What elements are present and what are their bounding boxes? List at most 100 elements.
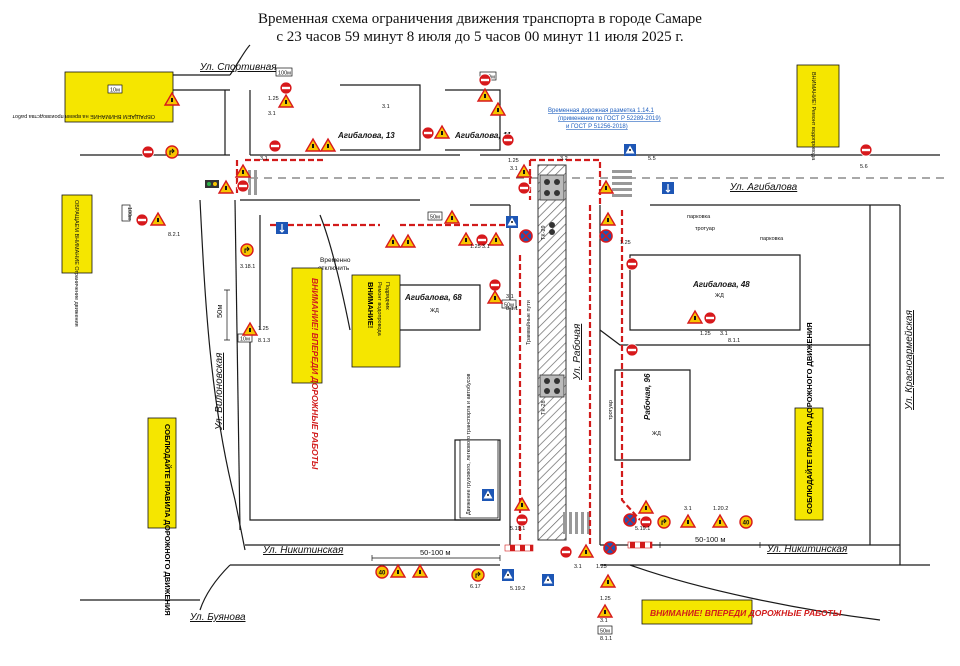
- svg-text:ВНИМАНИЕ!: ВНИМАНИЕ!: [366, 282, 375, 328]
- building-rabochaya-96: Рабочая, 96: [643, 373, 652, 420]
- panel-info-left-mid: ОБРАЩАЕМ ВНИМАНИЕ Ограничение движения: [61, 194, 93, 327]
- label-temporarily: Временно: [320, 257, 351, 264]
- one-way-icon: [275, 221, 289, 235]
- distance-50m-vertical: 50м: [215, 305, 224, 319]
- road-works-icon: [150, 212, 166, 226]
- no-stopping-icon: [519, 229, 533, 243]
- building-agibalova-48: Агибалова, 48: [692, 280, 750, 289]
- plate-50m-mid: 50м: [501, 299, 517, 309]
- building-agibalova-68: Агибалова, 68: [404, 293, 462, 302]
- one-way-icon: [661, 181, 675, 195]
- svg-text:5.19.1: 5.19.1: [635, 526, 650, 532]
- svg-text:8.1.1: 8.1.1: [600, 636, 612, 642]
- no-entry-icon: [141, 145, 155, 159]
- road-works-icon: [578, 544, 594, 558]
- pedestrian-crossing-icon: [506, 216, 518, 228]
- svg-text:6.17: 6.17: [470, 584, 481, 590]
- plate-100m-left2: 100м: [121, 204, 132, 222]
- svg-text:3.18.1: 3.18.1: [240, 264, 255, 270]
- panel-observe-left: СОБЛЮДАЙТЕ ПРАВИЛА ДОРОЖНОГО ДВИЖЕНИЯ: [147, 417, 177, 616]
- no-entry-icon: [279, 81, 293, 95]
- panel-info-center: ВНИМАНИЕ! Ремонт водопровода Подрядчик: [351, 274, 401, 368]
- label-tk28: ТК-28: [541, 400, 547, 415]
- svg-text:50м: 50м: [600, 629, 610, 635]
- panel-attention-bottom: ВНИМАНИЕ! ВПЕРЕДИ ДОРОЖНЫЕ РАБОТЫ: [641, 599, 842, 625]
- crosswalks: [248, 170, 632, 534]
- svg-text:8.1.3: 8.1.3: [258, 338, 270, 344]
- road-works-icon: [320, 138, 336, 152]
- svg-text:100м: 100м: [126, 207, 132, 220]
- road-works-icon: [412, 564, 428, 578]
- svg-text:8.1.1: 8.1.1: [728, 338, 740, 344]
- svg-text:50м: 50м: [430, 215, 440, 221]
- svg-text:3.1: 3.1: [684, 506, 692, 512]
- no-entry-icon: [559, 545, 573, 559]
- road-works-icon: [400, 234, 416, 248]
- plate-50m-left: 50м: [427, 211, 443, 221]
- street-rabochaya: Ул. Рабочая: [571, 323, 583, 381]
- speed-limit-40-icon: [375, 565, 389, 579]
- svg-text:1.25: 1.25: [258, 326, 269, 332]
- building-zhd-68: ЖД: [430, 308, 439, 314]
- label-sidewalk2: тротуар: [608, 400, 614, 420]
- road-works-icon: [597, 604, 613, 618]
- svg-text:1.25: 1.25: [700, 331, 711, 337]
- svg-text:8.2.1: 8.2.1: [168, 232, 180, 238]
- road-works-icon: [305, 138, 321, 152]
- detour-icon: [240, 243, 254, 257]
- road-works-icon: [385, 234, 401, 248]
- panel-attention-left: ВНИМАНИЕ! ВПЕРЕДИ ДОРОЖНЫЕ РАБОТЫ: [291, 267, 323, 470]
- svg-text:1.20.2: 1.20.2: [713, 506, 728, 512]
- road-works-icon: [680, 514, 696, 528]
- svg-text:100м: 100м: [278, 71, 291, 77]
- street-sportivnaya: Ул. Спортивная: [199, 62, 277, 73]
- road-works-icon: [488, 232, 504, 246]
- road-works-icon: [487, 290, 503, 304]
- svg-text:10м: 10м: [110, 88, 120, 94]
- road-works-icon: [600, 212, 616, 226]
- label-tk29: ТК-29: [541, 225, 547, 240]
- panel-info-top-right: ВНИМАНИЕ! Ремонт водопровода: [796, 64, 840, 161]
- road-works-icon: [278, 94, 294, 108]
- svg-text:1.25: 1.25: [620, 240, 631, 246]
- no-stopping-icon: [599, 229, 613, 243]
- street-agibalova: Ул. Агибалова: [729, 181, 798, 193]
- diagram-title: Временная схема ограничения движения тра…: [0, 10, 960, 46]
- no-stopping-icon: [603, 541, 617, 555]
- pedestrian-crossing-icon: [502, 569, 514, 581]
- svg-text:3.1: 3.1: [482, 244, 490, 250]
- svg-text:8.1.1: 8.1.1: [506, 306, 518, 312]
- svg-text:СОБЛЮДАЙТЕ ПРАВИЛА ДОРОЖНОГО Д: СОБЛЮДАЙТЕ ПРАВИЛА ДОРОЖНОГО ДВИЖЕНИЯ: [805, 322, 814, 514]
- label-tramway: Трамвайные пути: [525, 300, 532, 345]
- svg-text:5.6: 5.6: [860, 164, 868, 170]
- detour-icon: [471, 568, 485, 582]
- building-agibalova-11: Агибалова, 11: [454, 131, 512, 140]
- detour-info-box: Движение грузового, легкового транспорта…: [459, 373, 499, 519]
- road-works-icon: [390, 564, 406, 578]
- speed-limit-40-icon: [739, 515, 753, 529]
- svg-text:3.1: 3.1: [260, 156, 268, 162]
- road-works-icon: [514, 497, 530, 511]
- svg-text:СОБЛЮДАЙТЕ ПРАВИЛА ДОРОЖНОГО Д: СОБЛЮДАЙТЕ ПРАВИЛА ДОРОЖНОГО ДВИЖЕНИЯ: [163, 424, 172, 616]
- building-zhd-96: ЖД: [652, 431, 661, 437]
- road-works-icon: [218, 180, 234, 194]
- detour-icon: [657, 515, 671, 529]
- street-vilonovskaya: Ул. Вилоновская: [214, 352, 225, 431]
- svg-text:3.1: 3.1: [510, 166, 518, 172]
- no-entry-icon: [703, 311, 717, 325]
- pedestrian-crossing-icon: [624, 144, 636, 156]
- panel-observe-right: СОБЛЮДАЙТЕ ПРАВИЛА ДОРОЖНОГО ДВИЖЕНИЯ: [794, 322, 824, 521]
- no-entry-icon: [135, 213, 149, 227]
- no-entry-icon: [268, 139, 282, 153]
- street-nikitinskaya-right: Ул. Никитинская: [766, 544, 848, 555]
- label-parking: парковка: [687, 214, 711, 220]
- svg-text:10м: 10м: [240, 337, 250, 343]
- svg-text:ВНИМАНИЕ! ВПЕРЕДИ ДОРОЖНЫЕ РАБ: ВНИМАНИЕ! ВПЕРЕДИ ДОРОЖНЫЕ РАБОТЫ: [310, 278, 320, 470]
- svg-text:3.1: 3.1: [574, 564, 582, 570]
- distance-markers: [224, 289, 761, 561]
- svg-text:ВНИМАНИЕ! ВПЕРЕДИ ДОРОЖНЫЕ РАБ: ВНИМАНИЕ! ВПЕРЕДИ ДОРОЖНЫЕ РАБОТЫ: [650, 608, 842, 618]
- tramway-area: [537, 164, 567, 541]
- svg-text:ВНИМАНИЕ! Ремонт водопровода: ВНИМАНИЕ! Ремонт водопровода: [810, 72, 816, 161]
- svg-text:Ремонт водопровода: Ремонт водопровода: [376, 282, 382, 337]
- title-line-2: с 23 часов 59 минут 8 июля до 5 часов 00…: [276, 29, 684, 45]
